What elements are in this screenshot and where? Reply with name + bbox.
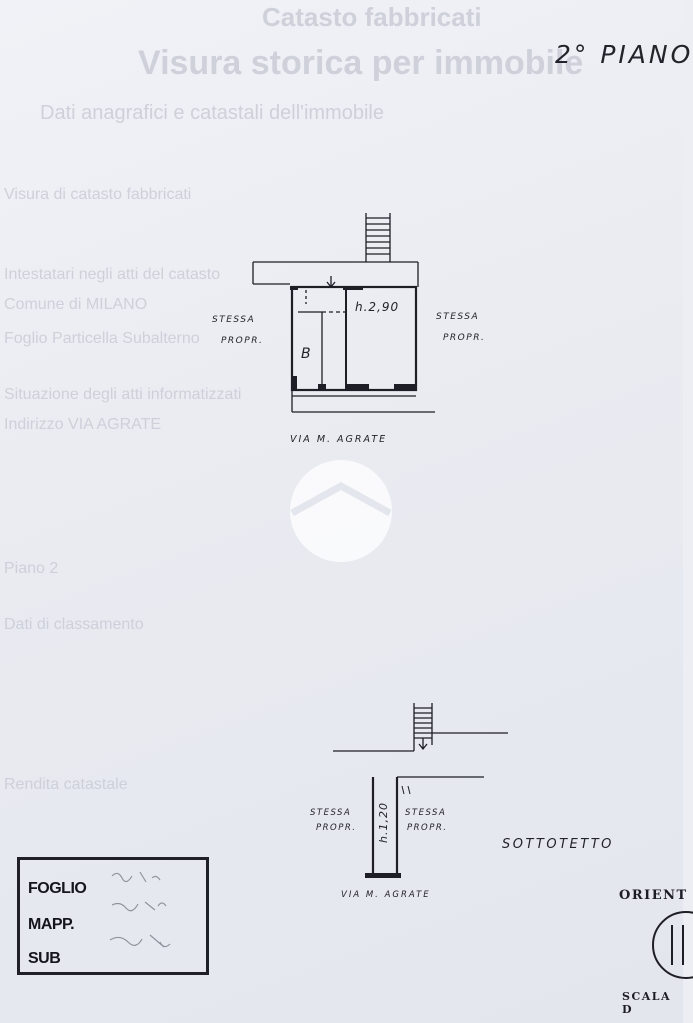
room-letter: B [301, 346, 312, 362]
street-label: VIA M. AGRATE [290, 434, 388, 445]
staircase-icon [365, 213, 391, 262]
bleed-line: Piano 2 [4, 560, 59, 577]
bleed-line: Rendita catastale [4, 776, 128, 793]
staircase-icon [413, 703, 433, 745]
attic-title: SOTTOTETTO [502, 837, 614, 852]
scale-label: SCALA D [622, 990, 672, 1016]
mapp-label: MAPP. [28, 916, 75, 933]
ceiling-height-label: h.2,90 [355, 300, 400, 314]
left-neighbour-label: STESSA [310, 808, 352, 818]
bleed-line: Indirizzo VIA AGRATE [4, 416, 162, 433]
left-neighbour-label: PROPR. [221, 336, 264, 346]
cadastral-stamp: FOGLIO MAPP. SUB [17, 857, 209, 975]
street-label: VIA M. AGRATE [341, 890, 431, 900]
bleed-line: Foglio Particella Subalterno [4, 330, 200, 347]
bleed-title-line1: Catasto fabbricati [262, 2, 482, 32]
bleed-line: Visura di catasto fabbricati [4, 186, 192, 203]
right-neighbour-label: STESSA [436, 312, 480, 322]
bleed-line: Comune di MILANO [4, 296, 148, 313]
bleed-line: Dati di classamento [4, 616, 144, 633]
attic-plan [333, 703, 508, 878]
foglio-label: FOGLIO [28, 880, 87, 897]
watermark-logo [290, 460, 392, 562]
right-neighbour-label: PROPR. [443, 333, 486, 343]
floor-title: 2° PIANO [555, 40, 693, 69]
attic-height-label: h.1,20 [376, 802, 390, 843]
sub-label: SUB [28, 950, 61, 967]
handwritten-scribble [109, 871, 171, 948]
bleed-line: Situazione degli atti informatizzati [4, 386, 242, 403]
bleed-title-line2: Visura storica per immobile [138, 44, 584, 82]
north-arrow-icon [652, 911, 693, 979]
bleed-line: Intestatari negli atti del catasto [4, 266, 221, 283]
bleed-line: Dati anagrafici e catastali dell'immobil… [40, 102, 384, 124]
left-neighbour-label: PROPR. [316, 823, 357, 833]
orientation-label: ORIENT [619, 888, 688, 903]
right-neighbour-label: STESSA [405, 808, 447, 818]
second-floor-plan [252, 213, 435, 413]
left-neighbour-label: STESSA [212, 315, 256, 325]
right-neighbour-label: PROPR. [407, 823, 448, 833]
